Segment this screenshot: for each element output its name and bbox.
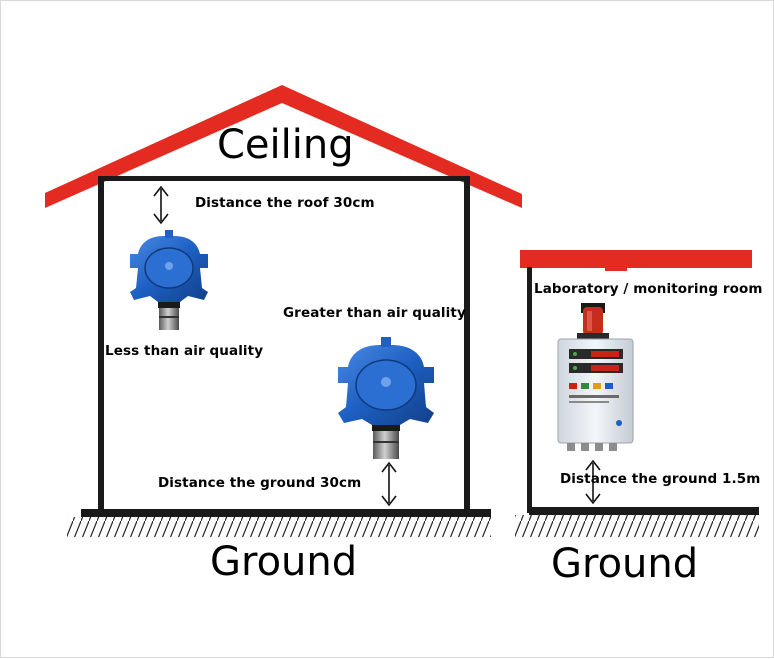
house-ceiling-line bbox=[98, 176, 470, 181]
roof-distance-label: Distance the roof 30cm bbox=[195, 195, 375, 211]
lab-floor-hatch bbox=[515, 515, 759, 537]
ceiling-label: Ceiling bbox=[217, 122, 354, 168]
lab-ground-distance-label: Distance the ground 1.5m bbox=[560, 471, 761, 487]
lab-floor bbox=[529, 507, 759, 515]
lab-room bbox=[515, 250, 759, 537]
lab-ceiling-notch bbox=[605, 267, 627, 271]
house-left-wall bbox=[98, 176, 104, 511]
heavier-gas-label: Greater than air quality bbox=[283, 305, 466, 321]
house-floor-hatch bbox=[67, 517, 491, 537]
gas-alarm-controller bbox=[557, 303, 634, 451]
ground-distance-label: Distance the ground 30cm bbox=[158, 475, 362, 491]
house-floor bbox=[81, 509, 491, 517]
ground-distance-arrow bbox=[381, 461, 397, 507]
lab-ground-label: Ground bbox=[551, 541, 699, 587]
lab-ceiling bbox=[520, 250, 752, 268]
lab-room-title: Laboratory / monitoring room bbox=[534, 281, 763, 297]
gas-detector-floor bbox=[338, 337, 434, 459]
house-ground-label: Ground bbox=[210, 539, 358, 585]
lab-left-wall bbox=[527, 267, 532, 513]
house-right-wall bbox=[464, 176, 470, 511]
house bbox=[45, 85, 522, 537]
lighter-gas-label: Less than air quality bbox=[105, 343, 264, 359]
roof-distance-arrow bbox=[153, 185, 169, 225]
gas-detector-ceiling bbox=[130, 230, 208, 330]
ground-distance-arrow-lab bbox=[585, 459, 601, 505]
